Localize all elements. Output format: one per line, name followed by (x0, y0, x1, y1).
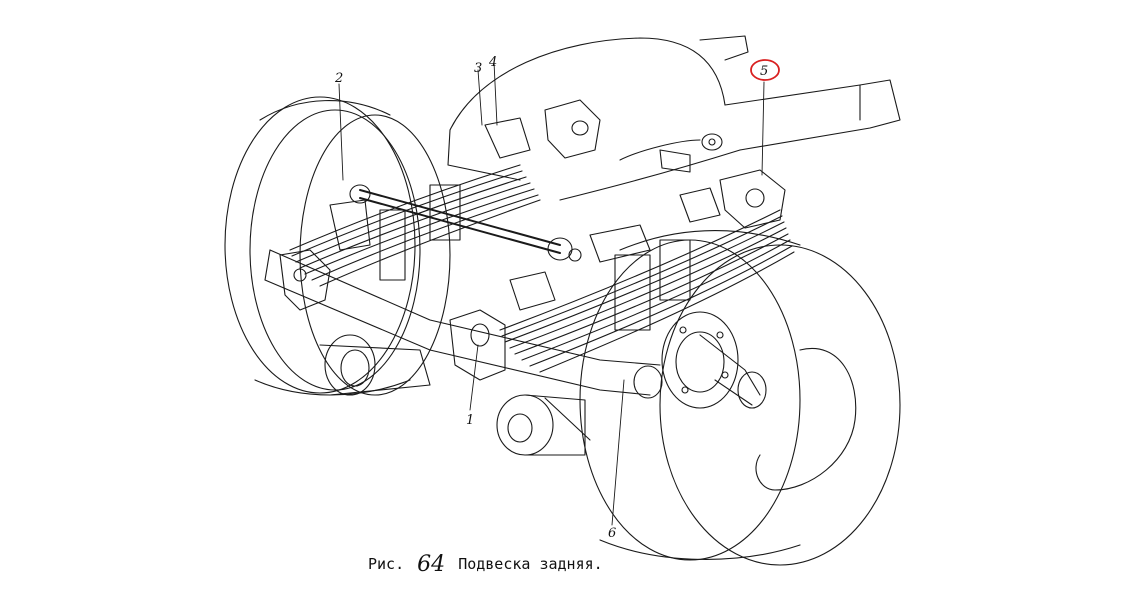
caption-prefix: Рис. (368, 555, 405, 573)
callout-6: 6 (608, 526, 616, 541)
callout-3: 3 (474, 61, 482, 76)
right-leaf-spring (500, 210, 794, 372)
figure-caption: Рис. 64 Подвеска задняя. (368, 552, 603, 577)
highlight-ring (751, 60, 779, 80)
caption-number: 64 (417, 552, 446, 577)
leader-lines (339, 62, 764, 525)
callout-1: 1 (466, 413, 474, 428)
callout-2: 2 (334, 71, 343, 86)
left-leaf-spring (290, 165, 540, 286)
frame-rail (448, 36, 900, 200)
spring-brackets (280, 100, 785, 380)
reaction-rod (350, 185, 581, 261)
near-wheel (580, 231, 900, 565)
wheel-hub (634, 312, 766, 408)
caption-text: Подвеска задняя. (458, 555, 603, 573)
axle-housing (265, 250, 660, 455)
callout-5: 5 (760, 64, 768, 79)
callout-4: 4 (488, 55, 497, 70)
